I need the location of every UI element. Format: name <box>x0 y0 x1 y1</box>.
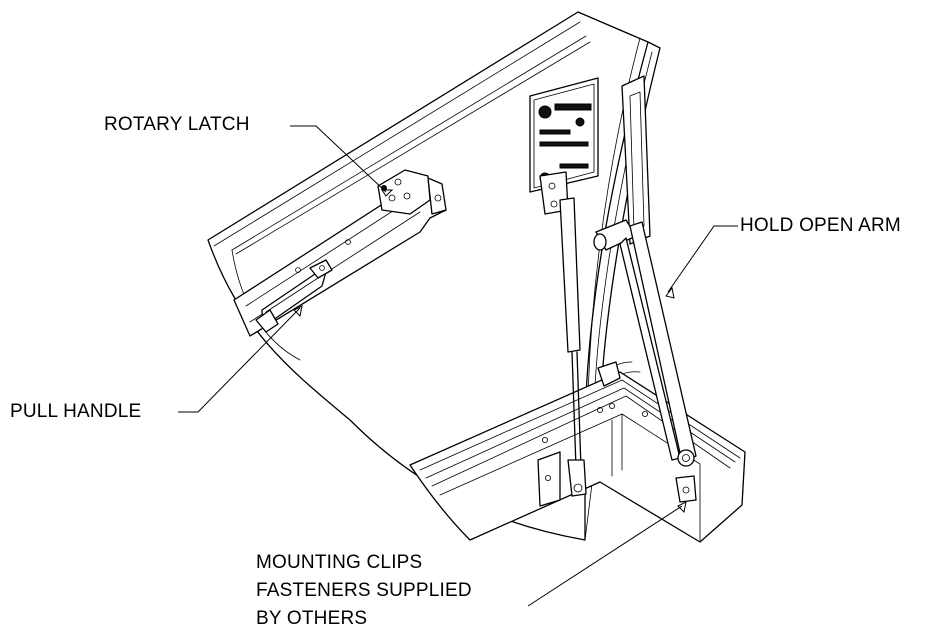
hold-open-arm <box>593 75 697 503</box>
by-others-label: BY OTHERS <box>256 608 368 629</box>
hold-open-arm-label: HOLD OPEN ARM <box>740 215 901 236</box>
pull-handle-label: PULL HANDLE <box>10 401 142 422</box>
fasteners-supplied-label: FASTENERS SUPPLIED <box>256 580 472 601</box>
warning-label-plate <box>529 77 599 193</box>
rotary-latch-label: ROTARY LATCH <box>104 114 250 135</box>
leader-lines <box>178 125 738 607</box>
pull-handle <box>255 259 333 333</box>
gas-spring <box>537 171 587 507</box>
mounting-clips-label: MOUNTING CLIPS <box>256 552 423 573</box>
